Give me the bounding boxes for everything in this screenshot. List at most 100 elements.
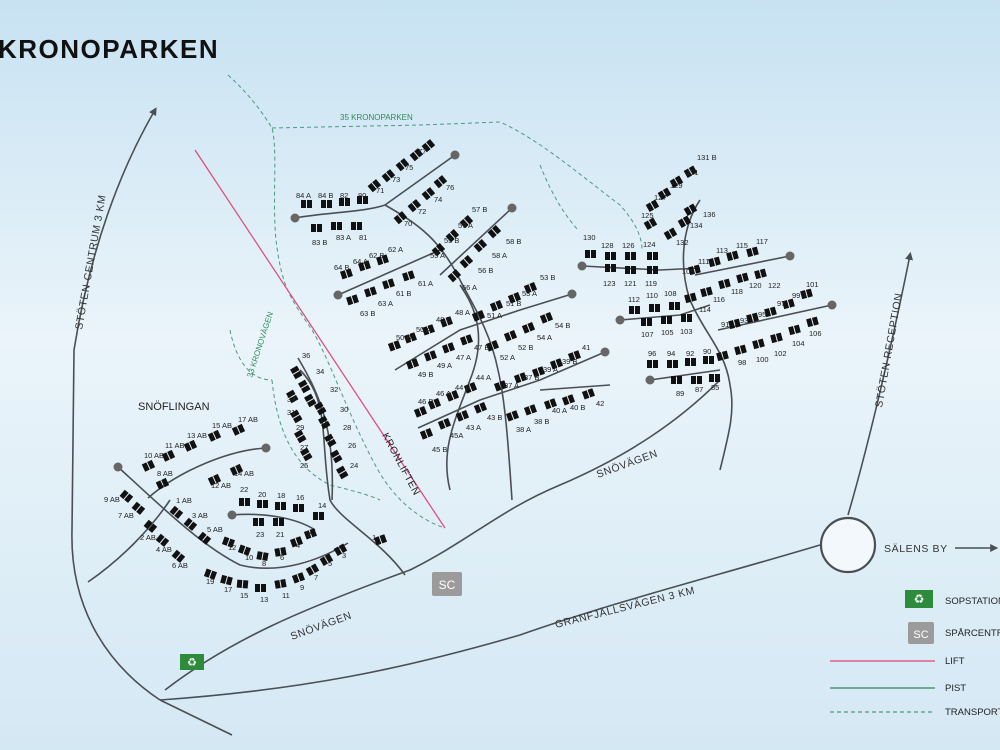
plot-label-p8: 8 bbox=[262, 559, 266, 568]
plot-label-p43b: 43 B bbox=[487, 413, 502, 422]
cabin-55 bbox=[549, 358, 564, 370]
plot-label-p105: 105 bbox=[661, 328, 674, 337]
cabin-100 bbox=[629, 306, 640, 314]
plot-label-p37a: 37 A bbox=[504, 381, 519, 390]
cabin-135 bbox=[183, 517, 198, 531]
plot-label-p50a: 50 A bbox=[416, 325, 431, 334]
cabin-22 bbox=[447, 269, 462, 283]
plot-label-p15ab: 15 AB bbox=[212, 421, 232, 430]
cabin-18 bbox=[431, 243, 446, 257]
plot-label-p42: 42 bbox=[596, 399, 604, 408]
plot-label-p102: 102 bbox=[774, 349, 787, 358]
plot-label-p125: 125 bbox=[641, 211, 654, 220]
cabin-0 bbox=[381, 169, 396, 183]
plot-label-p106: 106 bbox=[809, 329, 822, 338]
plot-label-p91: 91 bbox=[721, 320, 729, 329]
plot-label-p32: 32 bbox=[330, 385, 338, 394]
plot-label-p58b: 58 B bbox=[506, 237, 521, 246]
cabin-37 bbox=[405, 358, 420, 370]
cabin-90 bbox=[647, 266, 658, 274]
plot-label-p50b: 50 B bbox=[396, 333, 411, 342]
cabin-36 bbox=[423, 350, 438, 362]
cabin-21 bbox=[459, 255, 474, 269]
roundabout bbox=[819, 516, 877, 574]
cabin-57 bbox=[513, 372, 528, 384]
cabin-157 bbox=[255, 584, 266, 592]
cabin-85 bbox=[605, 252, 616, 260]
cabin-127 bbox=[207, 429, 222, 442]
cabin-125 bbox=[161, 449, 176, 462]
cabin-61 bbox=[543, 398, 558, 410]
plot-label-p52b: 52 B bbox=[518, 343, 533, 352]
cabin-39 bbox=[507, 292, 522, 304]
legend-sparcentral: SC SPÅRCENTRAL bbox=[908, 622, 1000, 644]
cabin-11 bbox=[407, 199, 422, 213]
plot-label-p117: 117 bbox=[756, 237, 768, 246]
plot-label-p49b: 49 B bbox=[418, 370, 433, 379]
plot-label-p55b: 55 B bbox=[444, 236, 459, 245]
plot-label-p120: 120 bbox=[749, 281, 762, 290]
legend-lift: LIFT bbox=[830, 656, 965, 667]
plot-label-p7ab: 7 AB bbox=[118, 511, 134, 520]
cabin-46 bbox=[463, 382, 478, 394]
cabin-9 bbox=[433, 175, 448, 189]
cabin-87 bbox=[647, 252, 658, 260]
plot-label-p55a: 55 A bbox=[430, 251, 445, 260]
cabin-103 bbox=[641, 318, 652, 326]
cabin-40 bbox=[489, 300, 504, 312]
kronliften-lift-line bbox=[194, 149, 446, 529]
plot-label-p38a: 38 A bbox=[516, 425, 531, 434]
cabin-77 bbox=[669, 175, 684, 188]
plot-label-p51b: 51 B bbox=[506, 299, 521, 308]
plot-label-p40a: 40 A bbox=[552, 406, 567, 415]
recycle-icon[interactable]: ♻ bbox=[180, 654, 204, 670]
cabin-19 bbox=[487, 225, 502, 239]
legend-sparcentral-label: SPÅRCENTRAL bbox=[945, 628, 1000, 639]
plot-label-p27: 27 bbox=[300, 443, 308, 452]
cabin-88 bbox=[605, 264, 616, 272]
cabin-44 bbox=[503, 330, 518, 342]
plot-label-p14: 14 bbox=[318, 501, 326, 510]
cabin-6 bbox=[339, 198, 350, 206]
legend-lift-label: LIFT bbox=[945, 656, 965, 667]
cabin-161 bbox=[319, 553, 334, 566]
cabin-4 bbox=[367, 179, 382, 193]
plot-label-p70: 70 bbox=[404, 219, 412, 228]
legend: ♻ SOPSTATION SC SPÅRCENTRAL LIFT PIST TR… bbox=[830, 590, 1000, 718]
plot-label-p118: 118 bbox=[731, 287, 743, 296]
sparcentral-marker[interactable]: SC bbox=[432, 572, 462, 596]
plot-label-p21: 21 bbox=[276, 530, 284, 539]
svg-text:♻: ♻ bbox=[914, 592, 925, 606]
plot-label-p101: 101 bbox=[806, 280, 819, 289]
cabin-80 bbox=[643, 217, 658, 230]
cabin-97 bbox=[718, 278, 731, 290]
plot-label-p22: 22 bbox=[240, 485, 248, 494]
cabin-104 bbox=[661, 316, 672, 324]
cabin-62 bbox=[523, 404, 538, 416]
plot-label-p1ab: 1 AB bbox=[176, 496, 192, 505]
plot-label-p93: 93 bbox=[740, 316, 748, 325]
cabin-51 bbox=[455, 410, 470, 422]
legend-sc-badge: SC bbox=[913, 629, 928, 641]
plot-label-p124: 124 bbox=[643, 240, 656, 249]
cabin-120 bbox=[703, 356, 714, 364]
plot-label-p92: 92 bbox=[686, 349, 694, 358]
cabin-153 bbox=[373, 534, 388, 546]
plot-label-p11ab: 11 AB bbox=[165, 441, 184, 450]
recycle-icon bbox=[905, 590, 933, 608]
cabin-56 bbox=[531, 366, 546, 378]
cabin-140 bbox=[239, 498, 250, 506]
cabin-10 bbox=[421, 187, 436, 201]
cabin-114 bbox=[752, 338, 765, 350]
plot-label-p81: 81 bbox=[359, 233, 367, 242]
plot-label-p19: 19 bbox=[206, 577, 214, 586]
legend-transport: TRANSPORT bbox=[830, 707, 1000, 718]
cabin-14 bbox=[331, 222, 342, 230]
plot-label-p103: 103 bbox=[680, 327, 693, 336]
cabin-17 bbox=[445, 229, 460, 243]
plot-label-p99: 99 bbox=[792, 291, 800, 300]
plot-label-p80: 80 bbox=[358, 191, 366, 200]
map-title: KRONOPARKEN bbox=[0, 34, 219, 64]
